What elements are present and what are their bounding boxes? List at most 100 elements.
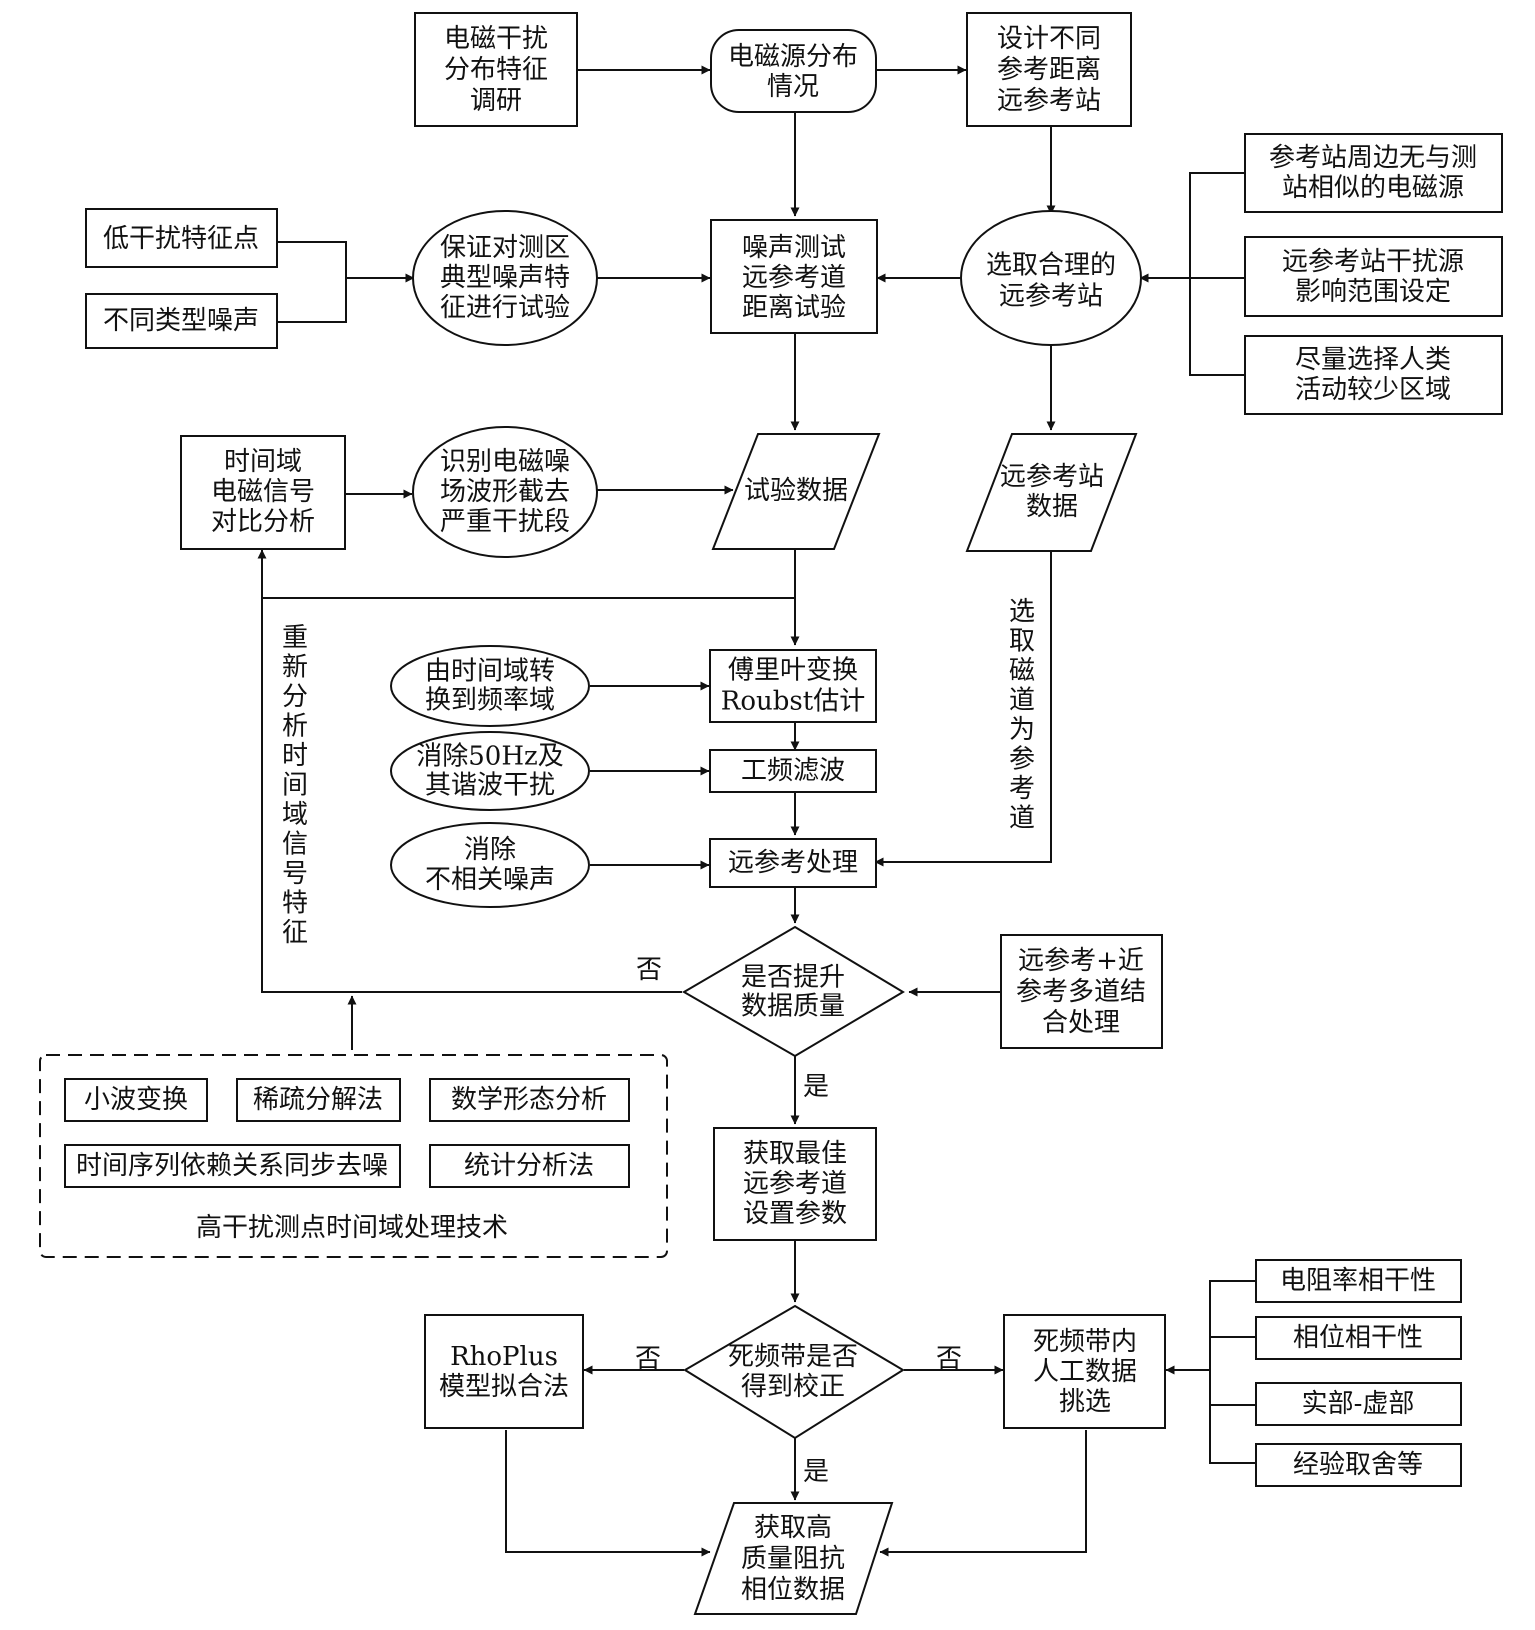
final-data-label: 相位数据: [741, 1575, 845, 1605]
select-mag-vertical-label: 磁: [1009, 656, 1035, 686]
identify-label: 严重干扰段: [440, 507, 570, 537]
final-data-label: 获取高: [754, 1513, 832, 1543]
reanalyze-vertical-label: 分: [282, 682, 308, 712]
em-source-box: [710, 29, 877, 113]
ref-data-label: 数据: [1026, 492, 1078, 522]
select-mag-vertical-label: 选: [1009, 597, 1035, 627]
noise-test-box: [710, 219, 878, 334]
multi-ref-label: 合处理: [1042, 1008, 1120, 1038]
remote-proc-box: [709, 838, 877, 888]
select-mag-vertical-label: 道: [1009, 804, 1035, 834]
remove-noise-label: 消除: [464, 835, 516, 865]
em-source-label: 情况: [767, 72, 819, 102]
edge-label-no: 否: [636, 955, 662, 985]
design-ref-label: 设计不同: [997, 24, 1101, 54]
td-compare-label: 电磁信号: [211, 477, 315, 507]
ref-data-label: 远参考站: [1000, 462, 1104, 492]
noise-types-label: 不同类型噪声: [103, 306, 259, 336]
low-point-box: [85, 208, 278, 268]
multi-ref-label: 远参考+近: [1018, 946, 1144, 976]
design-ref-label: 参考距离: [997, 55, 1101, 85]
edge-types-bracket: [278, 241, 347, 323]
best-ref-label: 设置参数: [743, 1199, 847, 1229]
edge-label-yes: 是: [803, 1457, 829, 1487]
manual-pick-label: 挑选: [1059, 1387, 1111, 1417]
ref-cond3-box: [1244, 335, 1503, 415]
edge-label-no: 否: [635, 1344, 661, 1374]
ref-cond2-label: 远参考站干扰源: [1282, 247, 1464, 277]
pick2-label: 相位相干性: [1293, 1323, 1423, 1353]
edge-refdata-to-remote: [874, 551, 1052, 867]
fourier-label: 傅里叶变换: [728, 656, 858, 686]
ref-cond1-box: [1244, 133, 1503, 213]
ref-cond3-label: 活动较少区域: [1295, 375, 1451, 405]
identify-label: 识别电磁噪: [440, 447, 570, 477]
pick4-box: [1255, 1443, 1462, 1487]
edge-pick-bracket: [1209, 1280, 1255, 1464]
reanalyze-vertical-label: 析: [282, 712, 308, 742]
td-to-fd-label: 由时间域转: [425, 657, 555, 687]
deadband-dec-label: 死频带是否: [728, 1342, 858, 1372]
technique-label: 数学形态分析: [451, 1085, 607, 1115]
reanalyze-vertical-label: 号: [282, 859, 308, 889]
select-ref-label: 远参考站: [999, 282, 1103, 312]
remove-50-ellipse: [390, 731, 590, 811]
reanalyze-vertical-label: 域: [282, 800, 308, 830]
pick1-label: 电阻率相干性: [1280, 1266, 1436, 1296]
remote-proc-label: 远参考处理: [728, 848, 858, 878]
reanalyze-vertical-label: 间: [282, 771, 308, 801]
ref-cond1-label: 站相似的电磁源: [1282, 173, 1464, 203]
edge-label-yes: 是: [803, 1072, 829, 1102]
power-filter-label: 工频滤波: [741, 756, 845, 786]
rhoplus-label: RhoPlus: [450, 1342, 558, 1372]
ensure-test-ellipse: [412, 210, 598, 346]
technique-label: 小波变换: [84, 1085, 188, 1115]
final-data-label: 质量阻抗: [741, 1544, 845, 1574]
technique-label: 时间序列依赖关系同步去噪: [76, 1151, 388, 1181]
pick3-box: [1255, 1382, 1462, 1426]
survey-label: 分布特征: [444, 55, 548, 85]
noise-types-box: [85, 293, 278, 349]
power-filter-box: [709, 749, 877, 793]
quality-dec-label: 数据质量: [741, 992, 845, 1022]
ensure-test-label: 保证对测区: [440, 233, 570, 263]
select-mag-vertical-label: 参: [1009, 745, 1035, 775]
best-ref-label: 远参考道: [743, 1169, 847, 1199]
design-ref-box: [966, 12, 1132, 127]
select-mag-vertical-label: 道: [1009, 686, 1035, 716]
fourier-box: [709, 649, 877, 723]
reanalyze-vertical-label: 新: [282, 653, 308, 683]
tech-box-5: [429, 1144, 630, 1188]
deadband-diamond: [683, 1304, 905, 1440]
connector-lines: [257, 65, 1255, 1557]
deadband-dec-label: 得到校正: [741, 1372, 845, 1402]
select-mag-vertical-label: 取: [1009, 627, 1035, 657]
technique-label: 统计分析法: [464, 1151, 594, 1181]
td-compare-label: 时间域: [224, 447, 302, 477]
edge-quality-no-loop: [257, 549, 682, 993]
survey-label: 电磁干扰: [444, 24, 548, 54]
edge-rhoplus-to-final: [505, 1430, 711, 1557]
multi-ref-box: [1000, 934, 1163, 1049]
rhoplus-label: 模型拟合法: [439, 1372, 569, 1402]
select-ref-label: 选取合理的: [986, 251, 1116, 281]
em-source-label: 电磁源分布: [728, 42, 858, 72]
remove-noise-ellipse: [390, 822, 590, 908]
td-to-fd-label: 换到频率域: [425, 686, 555, 716]
select-ref-ellipse: [960, 210, 1142, 346]
pick1-box: [1255, 1259, 1462, 1303]
ref-cond3-label: 尽量选择人类: [1295, 345, 1451, 375]
best-ref-label: 获取最佳: [743, 1139, 847, 1169]
best-ref-box: [713, 1127, 877, 1241]
reanalyze-vertical-label: 征: [282, 918, 308, 948]
pick3-label: 实部-虚部: [1302, 1389, 1415, 1419]
edge-label-no: 否: [936, 1344, 962, 1374]
ensure-test-label: 典型噪声特: [440, 263, 570, 293]
reanalyze-vertical-label: 特: [282, 889, 308, 919]
remove-50-label: 其谐波干扰: [425, 771, 555, 801]
survey-box: [414, 12, 578, 127]
quality-dec-label: 是否提升: [741, 963, 845, 993]
td-compare-label: 对比分析: [211, 507, 315, 537]
node-shapes: [39, 12, 1503, 1615]
